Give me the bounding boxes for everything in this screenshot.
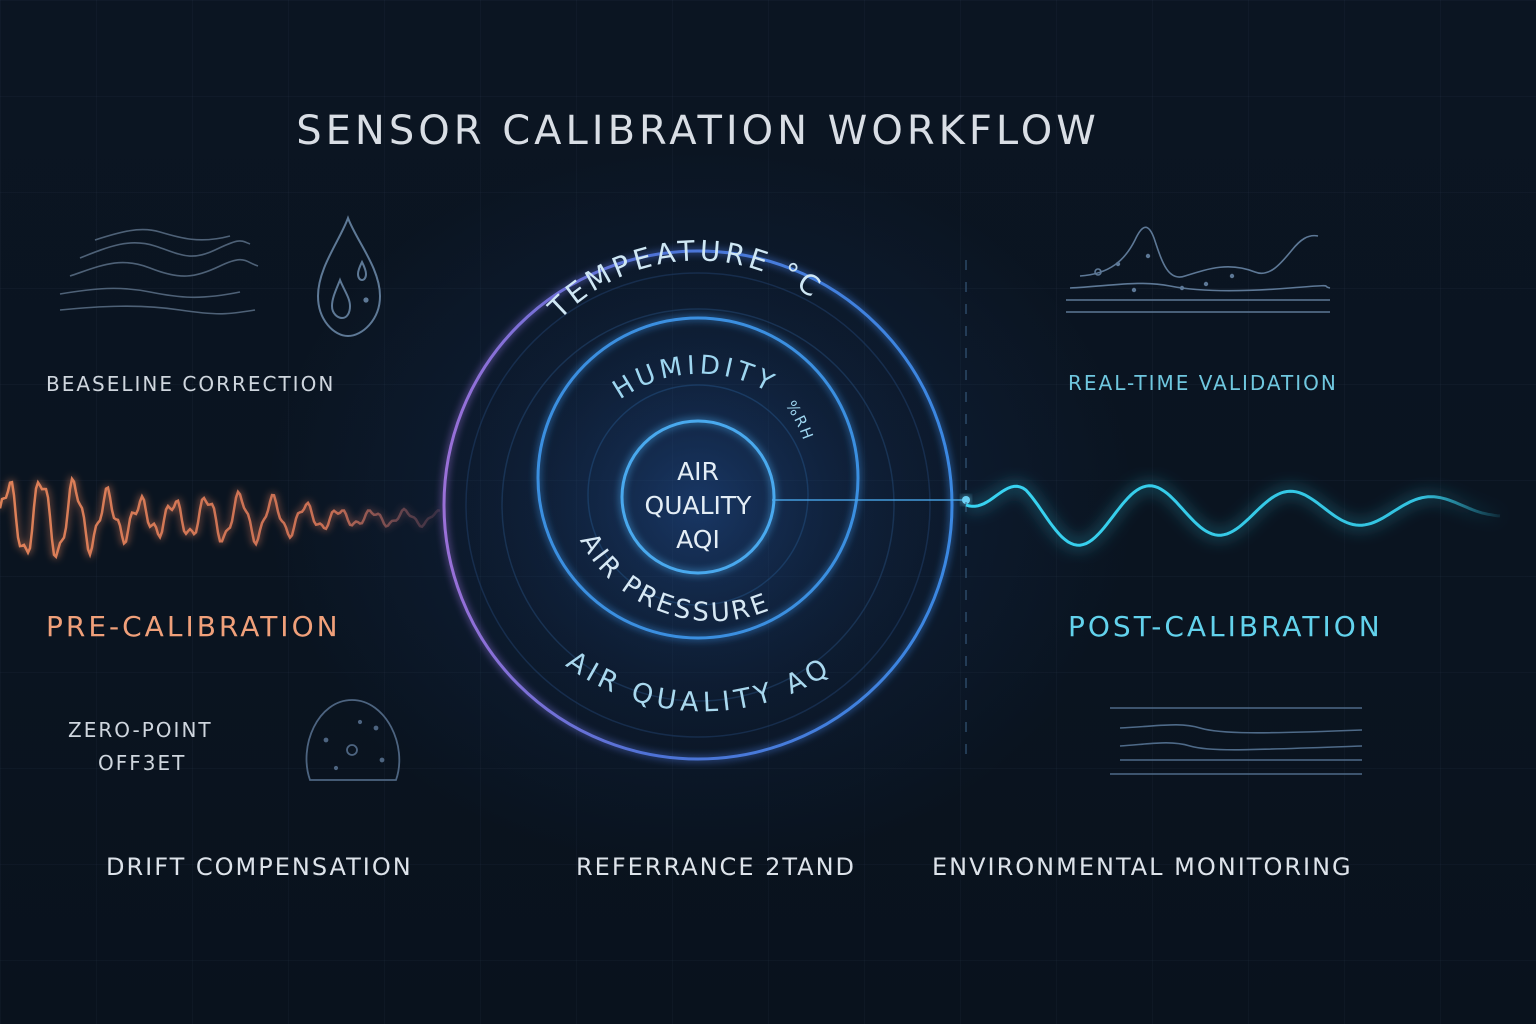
- inner-ring-trace: [587, 384, 809, 606]
- outer-ring-inner-trace: [465, 272, 931, 738]
- page-title: SENSOR CALIBRATION WORKFLOW: [296, 108, 1100, 154]
- center-label-line2: QUALITY: [645, 491, 753, 520]
- monitoring-lines-icon: [1110, 707, 1363, 775]
- middle-ring-trace: [501, 308, 895, 702]
- pre-calibration-signal: [0, 475, 441, 560]
- validation-peaks-icon: [1066, 226, 1331, 313]
- sensor-dome-icon: [305, 699, 401, 781]
- water-drop-icon: [316, 215, 382, 338]
- center-label-line1: AIR: [677, 457, 719, 486]
- label-pre-calibration: PRE-CALIBRATION: [46, 610, 341, 643]
- label-environmental-monitoring: ENVIRONMENTAL MONITORING: [932, 853, 1353, 881]
- middle-ring: [536, 316, 860, 640]
- label-reference-stand: REFERRANCE 2TAND: [576, 853, 857, 881]
- outer-ring: [442, 249, 954, 761]
- label-offset: OFF3ET: [98, 751, 187, 775]
- center-label-line3: AQI: [676, 525, 720, 554]
- post-calibration-signal: [965, 484, 1501, 547]
- label-drift-compensation: DRIFT COMPENSATION: [106, 853, 413, 881]
- baseline-waves-icon: [59, 228, 259, 315]
- label-real-time-validation: REAL-TIME VALIDATION: [1068, 371, 1338, 395]
- inner-core-ring: [620, 419, 776, 575]
- label-baseline-correction: BEASELINE CORRECTION: [46, 372, 336, 396]
- center-glow: [438, 245, 958, 765]
- label-zero-point: ZERO-POINT: [68, 718, 213, 742]
- label-post-calibration: POST-CALIBRATION: [1068, 610, 1383, 643]
- connector-node: [962, 496, 970, 504]
